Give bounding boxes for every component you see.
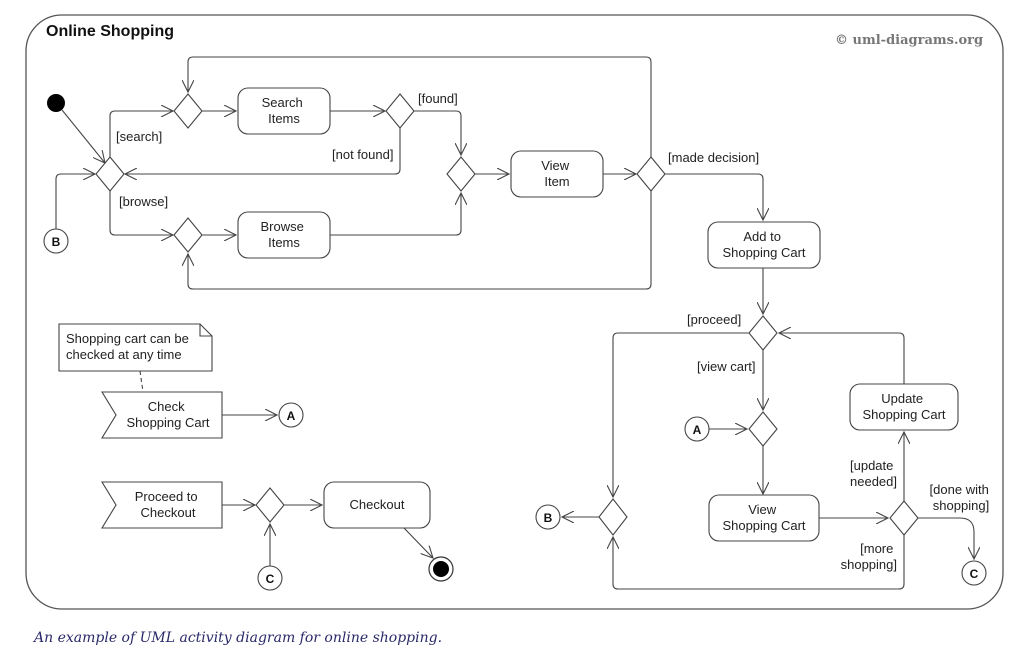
note bbox=[58, 323, 213, 372]
edge-made-decision bbox=[665, 173, 763, 220]
merge-to-b bbox=[598, 498, 628, 536]
initial-node bbox=[47, 94, 65, 112]
signal-proceed-checkout-label: Proceed to Checkout bbox=[135, 489, 202, 520]
edge-loop-to-browse bbox=[188, 191, 652, 290]
guard-made-decision: [made decision] bbox=[668, 150, 759, 165]
connector-b-right bbox=[535, 504, 561, 530]
connector-a-left bbox=[278, 402, 304, 428]
guard-not-found: [not found] bbox=[332, 147, 393, 162]
signal-proceed-checkout bbox=[101, 481, 223, 529]
action-update-cart-label: Update Shopping Cart bbox=[862, 391, 945, 422]
action-checkout-label: Checkout bbox=[350, 497, 405, 512]
edge-browse-to-merge bbox=[330, 193, 461, 236]
note-text: Shopping cart can be checked at any time bbox=[66, 331, 193, 362]
edge-not-found bbox=[125, 128, 401, 174]
merge-search bbox=[173, 93, 203, 129]
connector-b-left-label: B bbox=[52, 235, 61, 249]
diagram-title: Online Shopping bbox=[46, 23, 174, 40]
action-add-to-cart bbox=[707, 221, 821, 269]
edge-loop-to-search bbox=[188, 56, 652, 157]
edge-initial-to-decision bbox=[61, 109, 105, 163]
note-anchor bbox=[139, 370, 144, 393]
signal-check-cart-label: Check Shopping Cart bbox=[126, 399, 209, 430]
edge-browse bbox=[109, 191, 173, 235]
connector-b-right-label: B bbox=[544, 511, 553, 525]
merge-checkout bbox=[255, 487, 285, 523]
edge-update-to-proceed bbox=[779, 333, 905, 384]
guard-view-cart: [view cart] bbox=[697, 359, 756, 374]
guard-proceed: [proceed] bbox=[687, 312, 741, 327]
guard-search: [search] bbox=[116, 129, 162, 144]
guard-done-shopping: [done with shopping] bbox=[930, 482, 993, 513]
signal-check-cart bbox=[101, 391, 223, 439]
edge-more-shopping bbox=[613, 535, 905, 590]
action-browse-items-label: Browse Items bbox=[261, 219, 308, 250]
action-view-item-label: View Item bbox=[541, 158, 573, 189]
merge-view-item bbox=[446, 156, 476, 192]
merge-browse bbox=[173, 217, 203, 253]
action-search-items-label: Search Items bbox=[262, 95, 307, 126]
connector-a-left-label: A bbox=[287, 409, 296, 423]
connector-c-right-label: C bbox=[970, 567, 979, 581]
connector-c-right bbox=[961, 560, 987, 586]
final-node-core bbox=[433, 561, 449, 577]
diagram-frame bbox=[25, 14, 1004, 610]
edge-done-shopping bbox=[918, 517, 974, 559]
action-add-to-cart-label: Add to Shopping Cart bbox=[722, 229, 805, 260]
connector-c-left-label: C bbox=[266, 572, 275, 586]
connector-a-right-label: A bbox=[693, 423, 702, 437]
edge-search bbox=[109, 111, 173, 157]
note-fold bbox=[199, 324, 212, 337]
guard-update-needed: [update needed] bbox=[850, 458, 897, 489]
action-view-cart-label: View Shopping Cart bbox=[722, 502, 805, 533]
figure-caption: An example of UML activity diagram for o… bbox=[34, 630, 443, 646]
action-checkout bbox=[323, 481, 431, 529]
edge-found bbox=[414, 110, 461, 155]
edge-b-to-decision bbox=[55, 174, 95, 229]
guard-browse: [browse] bbox=[119, 194, 168, 209]
edge-checkout-to-final bbox=[403, 527, 433, 558]
guard-more-shopping: [more shopping] bbox=[841, 541, 897, 572]
guard-found: [found] bbox=[418, 91, 458, 106]
copyright-label: © uml-diagrams.org bbox=[835, 33, 983, 48]
edge-proceed bbox=[613, 332, 749, 497]
